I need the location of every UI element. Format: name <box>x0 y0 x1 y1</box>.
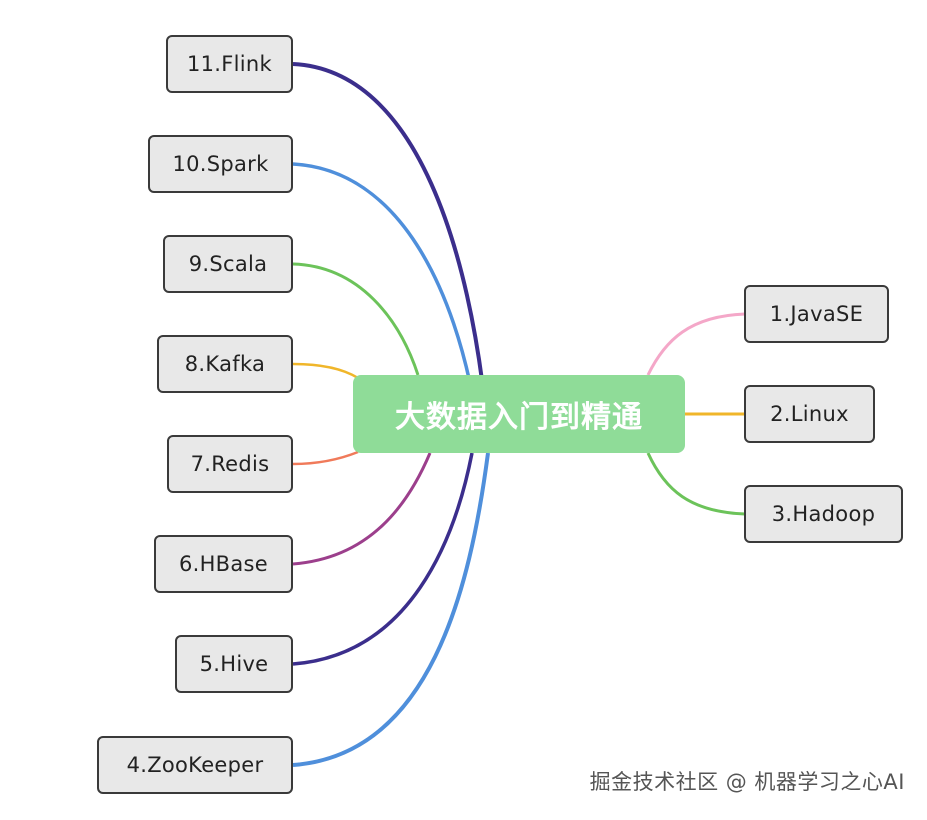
connector-hive <box>292 452 474 666</box>
topic-linux[interactable]: 2.Linux <box>744 385 875 443</box>
connector-flink <box>292 62 488 415</box>
topic-kafka[interactable]: 8.Kafka <box>157 335 293 393</box>
topic-hive[interactable]: 5.Hive <box>175 635 293 693</box>
watermark-text: 掘金技术社区 @ 机器学习之心AI <box>589 770 905 794</box>
connector-javase <box>646 312 746 376</box>
connector-hadoop <box>646 452 746 516</box>
connector-scala <box>292 262 420 376</box>
topic-javase[interactable]: 1.JavaSE <box>744 285 889 343</box>
connector-spark <box>292 162 478 415</box>
connector-kafka <box>292 362 359 380</box>
topic-flink[interactable]: 11.Flink <box>166 35 293 93</box>
connector-zookeeper <box>292 452 490 767</box>
topic-spark[interactable]: 10.Spark <box>148 135 293 193</box>
connector-redis <box>292 450 359 466</box>
topic-hadoop[interactable]: 3.Hadoop <box>744 485 903 543</box>
topic-scala[interactable]: 9.Scala <box>163 235 293 293</box>
topic-hbase[interactable]: 6.HBase <box>154 535 293 593</box>
topic-zookeeper[interactable]: 4.ZooKeeper <box>97 736 293 794</box>
connector-hbase <box>292 452 432 566</box>
central-topic[interactable]: 大数据入门到精通 <box>353 375 685 453</box>
topic-redis[interactable]: 7.Redis <box>167 435 293 493</box>
